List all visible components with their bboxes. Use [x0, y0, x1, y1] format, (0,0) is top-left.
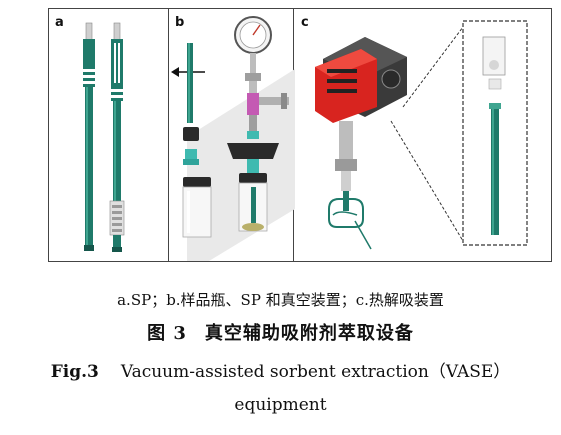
panel-a-illustration: [83, 22, 125, 252]
panel-b-label: b: [175, 15, 185, 30]
figure-title-en-line1: Vacuum-assisted sorbent extraction（VASE）: [120, 362, 511, 382]
caps: [183, 127, 199, 165]
figure-title-cn-text: 真空辅助吸附剂萃取设备: [204, 323, 414, 344]
sample-vial-right: [238, 182, 268, 232]
figure-number-en: Fig.3: [50, 362, 99, 382]
figure-number-cn: 图 3: [147, 323, 187, 344]
figure-title-en-line2: equipment: [234, 395, 327, 415]
panel-c-illustration: [315, 20, 528, 250]
figure-frame: a: [48, 8, 552, 262]
panel-b: b: [168, 9, 295, 261]
sample-vial-left: [182, 177, 212, 238]
pressure-gauge: [234, 16, 289, 131]
subcaption: a.SP；b.样品瓶、SP 和真空装置；c.热解吸装置: [117, 291, 444, 309]
zoom-box: [462, 20, 528, 246]
sp-tube-small: [187, 43, 193, 123]
figure-title-en: Fig.3 Vacuum-assisted sorbent extraction（…: [0, 357, 561, 382]
sp-tube-left: [83, 22, 95, 251]
panel-c: c: [295, 9, 551, 261]
panel-a: a: [49, 9, 167, 261]
sp-tube-right: [109, 22, 125, 252]
thermal-desorber: [315, 37, 407, 250]
panel-b-illustration: [171, 16, 295, 261]
panel-c-label: c: [301, 15, 309, 30]
vacuum-lid: [227, 131, 279, 183]
zoomed-sp-tube: [482, 36, 506, 235]
panel-a-label: a: [55, 15, 64, 30]
figure-title-cn: 图 3 真空辅助吸附剂萃取设备: [0, 319, 561, 345]
